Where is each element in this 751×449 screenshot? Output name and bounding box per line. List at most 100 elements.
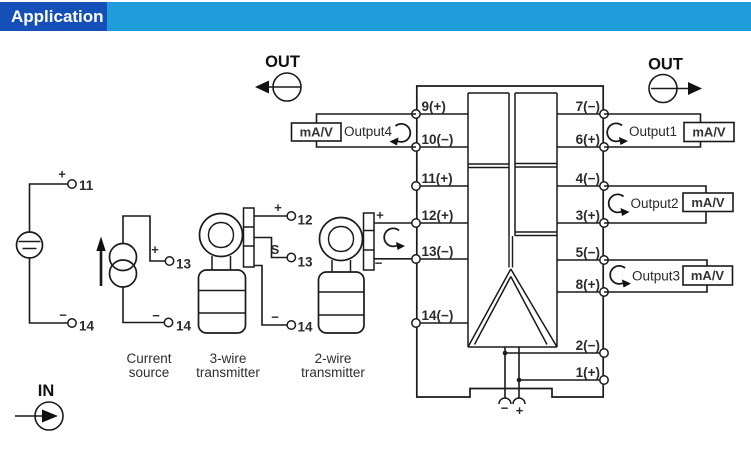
page-title: Application <box>11 7 104 26</box>
output2-meter-box <box>682 192 734 213</box>
polarity-sign: + <box>58 167 66 182</box>
terminal-number: 14 <box>298 320 314 335</box>
loop-arrow-icon <box>607 193 631 217</box>
terminal-block-dividers <box>363 229 374 251</box>
output4-meter-label: mA/V <box>300 125 334 140</box>
current-source-wires <box>122 215 166 324</box>
output4-label: Output4 <box>344 124 393 139</box>
terminal-1 <box>599 375 609 385</box>
terminal-number: 14 <box>176 319 192 334</box>
output3-meter-label: mA/V <box>691 268 725 283</box>
voltage-source-circuit: + 11 − 14 <box>15 167 95 334</box>
amplifier-triangle <box>467 268 558 348</box>
device-caption: transmitter <box>196 365 260 380</box>
transmitter-terminal-block <box>362 212 375 271</box>
wire-terminal-14 <box>67 318 77 328</box>
supply-plus-label: + <box>516 403 524 418</box>
terminal-label: 13(−) <box>422 244 454 259</box>
terminal-number: 13 <box>176 257 192 272</box>
wire-terminal-11 <box>67 179 77 189</box>
transmitter-wires <box>374 222 412 260</box>
current-source-icon <box>108 259 138 288</box>
voltage-source-wires <box>28 183 68 324</box>
out-right-meter: OUT <box>648 56 702 104</box>
polarity-sign: − <box>152 308 160 323</box>
in-meter: IN <box>15 382 64 431</box>
barrier-separators <box>468 162 557 268</box>
transmitter-body-lines <box>198 289 246 314</box>
output2-circuit: mA/V Output2 <box>604 185 734 224</box>
terminal-14 <box>411 318 421 328</box>
polarity-sign: − <box>59 308 67 323</box>
polarity-sign: − <box>271 310 279 325</box>
loop-arrow-icon <box>609 264 632 289</box>
terminal-label: 4(−) <box>576 171 600 186</box>
isolation-barrier <box>467 92 558 348</box>
transmitter-body <box>197 269 247 334</box>
terminal-label: 3(+) <box>576 208 600 223</box>
output1-circuit: mA/V Output1 <box>604 113 735 148</box>
output2-meter-label: mA/V <box>691 195 725 210</box>
terminal-11 <box>411 181 421 191</box>
output1-meter-box <box>683 121 735 143</box>
device-caption: source <box>129 365 170 380</box>
terminal-13 <box>411 254 421 264</box>
header-title-block: Application <box>0 2 107 31</box>
terminal-label: 9(+) <box>422 99 446 114</box>
barrier-columns <box>467 92 558 348</box>
terminal-label: 12(+) <box>422 208 454 223</box>
device-caption: transmitter <box>301 365 365 380</box>
wire-terminal-12 <box>286 211 297 221</box>
isolator-module: 9(+) 10(−) 11(+) 12(+) 13(−) 14(−) 7(−) … <box>411 85 609 398</box>
polarity-sign: − <box>375 256 383 271</box>
terminal-label: 6(+) <box>576 132 600 147</box>
output4-circuit: mA/V Output4 <box>290 113 416 148</box>
out-left-meter: OUT <box>255 53 302 102</box>
terminal-2 <box>599 348 609 358</box>
terminal-label: 7(−) <box>576 99 600 114</box>
terminal-number: 14 <box>79 319 95 334</box>
output3-label: Output3 <box>632 269 680 284</box>
terminal-number: 13 <box>298 255 314 270</box>
polarity-sign: + <box>376 208 384 223</box>
terminal-label: 8(+) <box>576 277 600 292</box>
transmitter-body <box>317 271 365 334</box>
terminal-label: 10(−) <box>422 132 454 147</box>
transmitter-neck <box>211 256 232 270</box>
in-arrow-icon <box>42 409 58 423</box>
polarity-sign: + <box>151 242 159 257</box>
terminal-label: 5(−) <box>576 245 600 260</box>
supply-minus-label: − <box>501 401 509 416</box>
power-supply: − + <box>498 397 526 418</box>
wire-terminal-13 <box>164 256 175 266</box>
current-source-circuit: + 13 − 14 Current source <box>96 215 192 380</box>
header-bar: Application <box>0 2 751 31</box>
terminal-label: 14(−) <box>422 308 454 323</box>
amplifier-outline <box>467 268 558 348</box>
output1-label: Output1 <box>629 124 677 139</box>
loop-arrow-icon <box>606 122 629 146</box>
wire-terminal-13 <box>286 252 297 263</box>
terminal-label: 1(+) <box>576 365 600 380</box>
device-caption: Current <box>126 351 171 366</box>
output1-meter-label: mA/V <box>692 125 726 140</box>
polarity-sign: S <box>271 242 280 257</box>
terminal-wires <box>416 113 604 398</box>
loop-arrow-icon <box>388 122 412 147</box>
in-label: IN <box>38 382 55 400</box>
two-wire-transmitter: + − 2-wire transmitter <box>301 208 412 380</box>
transmitter-head-icon <box>318 216 364 262</box>
transmitter-body-lines <box>318 291 364 316</box>
device-caption: 2-wire <box>315 351 352 366</box>
wire-terminal-14 <box>286 320 297 330</box>
transmitter-head-icon <box>198 212 244 258</box>
transmitter-neck <box>331 260 352 272</box>
out-left-label: OUT <box>265 53 300 71</box>
terminal-block-dividers <box>243 226 254 247</box>
output2-label: Output2 <box>631 196 679 211</box>
transmitter-terminal-block <box>242 207 255 268</box>
transmitter-wires <box>254 215 288 326</box>
terminal-number: 11 <box>79 178 94 193</box>
device-caption: 3-wire <box>210 351 247 366</box>
out-left-arrow-icon <box>255 80 269 94</box>
